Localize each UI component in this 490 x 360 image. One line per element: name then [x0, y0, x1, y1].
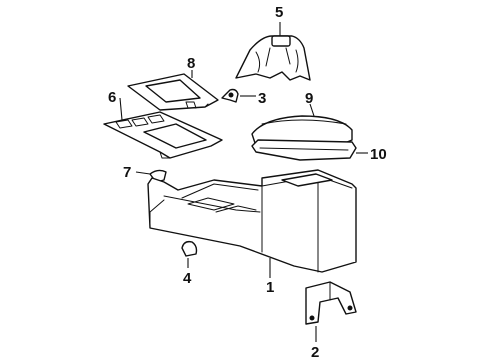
callout-9: 9 [305, 90, 313, 107]
leader-lines [119, 22, 368, 342]
callout-2: 2 [311, 344, 319, 360]
floor-console [147, 169, 357, 273]
armrest-base [251, 139, 357, 161]
side-cap [181, 240, 198, 257]
clip-part-3 [221, 88, 239, 103]
callout-6: 6 [108, 89, 116, 106]
small-bezel [127, 73, 219, 111]
callout-5: 5 [275, 4, 283, 21]
shift-boot [235, 35, 311, 81]
callout-3: 3 [258, 90, 266, 107]
callout-10: 10 [370, 146, 387, 163]
callout-7: 7 [123, 164, 131, 181]
callout-1: 1 [266, 279, 274, 296]
callout-8: 8 [187, 55, 195, 72]
console-top-plate [103, 111, 223, 159]
mounting-bracket [305, 281, 357, 325]
callout-4: 4 [183, 270, 192, 287]
